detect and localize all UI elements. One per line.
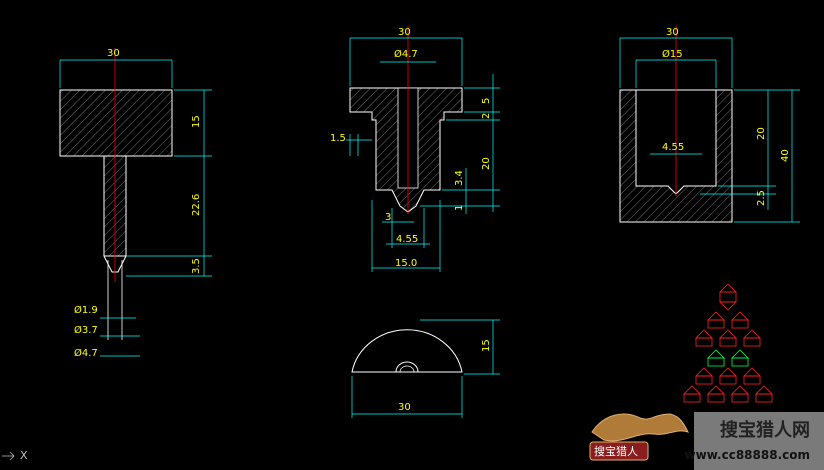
- part3-h40-label: 40: [780, 149, 791, 162]
- part1-h1-label: 15: [191, 115, 202, 128]
- part1-d3-label: Ø4.7: [74, 347, 98, 359]
- watermark-site-name: 搜宝猎人网: [720, 420, 810, 441]
- part1-h2-label: 22.6: [191, 194, 202, 216]
- cone-stack-decoration: [683, 283, 773, 403]
- part3-width-label: 30: [666, 27, 679, 38]
- part3-bore-label: Ø15: [662, 48, 683, 60]
- part1-d1-label: Ø1.9: [74, 304, 98, 316]
- ucs-x-label: X: [20, 449, 28, 462]
- part2-h2-label: 2: [481, 113, 492, 119]
- part3-h20-label: 20: [756, 127, 767, 140]
- part2-d3-label: 3: [385, 212, 391, 223]
- part2-view: 30 Ø4.7 5 2 20 3.4 1 1.5 3 4.55 15.0: [330, 26, 500, 272]
- ucs-icon: [2, 451, 15, 461]
- part2-bore-label: Ø4.7: [394, 48, 418, 60]
- part2-h1-label: 5: [481, 98, 492, 104]
- part2-step-label: 1.5: [330, 133, 346, 144]
- part1-d2-label: Ø3.7: [74, 324, 98, 336]
- part1-view: 30 15 22.6 3.5 Ø1.9 Ø3.7 Ø4.7: [59, 48, 212, 359]
- part4-height-label: 15: [481, 339, 492, 352]
- part3-view: 30 Ø15 4.55 20 40 2.5: [619, 26, 800, 223]
- part4-view: 15 30: [351, 319, 500, 418]
- watermark-panel: [694, 412, 824, 470]
- part2-h5-label: 1: [454, 205, 465, 211]
- part4-width-label: 30: [398, 402, 411, 413]
- watermark-site-url: www.cc88888.com: [684, 448, 810, 462]
- watermark-logo: 搜宝猎人: [584, 404, 696, 464]
- part3-h25-label: 2.5: [756, 190, 767, 206]
- part2-h4-label: 3.4: [454, 170, 465, 186]
- part1-h3-label: 3.5: [191, 258, 202, 274]
- part2-w15-label: 15.0: [395, 258, 417, 269]
- part3-w455-label: 4.55: [662, 142, 684, 153]
- part2-width-label: 30: [398, 27, 411, 38]
- part2-h3-label: 20: [481, 157, 492, 170]
- part1-width-label: 30: [107, 48, 120, 59]
- watermark-logo-text: 搜宝猎人: [594, 444, 638, 458]
- part2-w455-label: 4.55: [396, 234, 418, 245]
